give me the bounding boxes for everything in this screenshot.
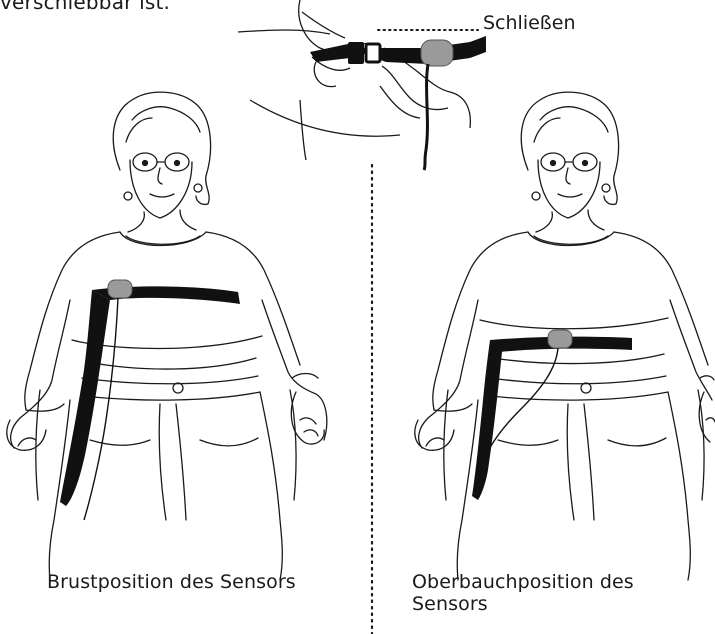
- buckle-closing-illustration: [238, 0, 470, 160]
- buckle-piece-left: [348, 42, 364, 64]
- caption-chest-position: Brustposition des Sensors: [47, 571, 296, 593]
- close-callout-label: Schließen: [483, 12, 576, 34]
- abdomen-sensor: [548, 330, 572, 348]
- chest-sensor: [108, 280, 132, 298]
- caption-abdomen-position: Oberbauchposition des Sensors: [412, 571, 715, 615]
- inset-sensor-cable: [424, 64, 428, 170]
- abdomen-strap-tail: [472, 340, 502, 500]
- figure-chest-position: [7, 92, 327, 580]
- buckle-piece-right: [366, 44, 380, 62]
- inset-strap-left-tail: [310, 44, 350, 62]
- inset-sensor: [421, 40, 453, 66]
